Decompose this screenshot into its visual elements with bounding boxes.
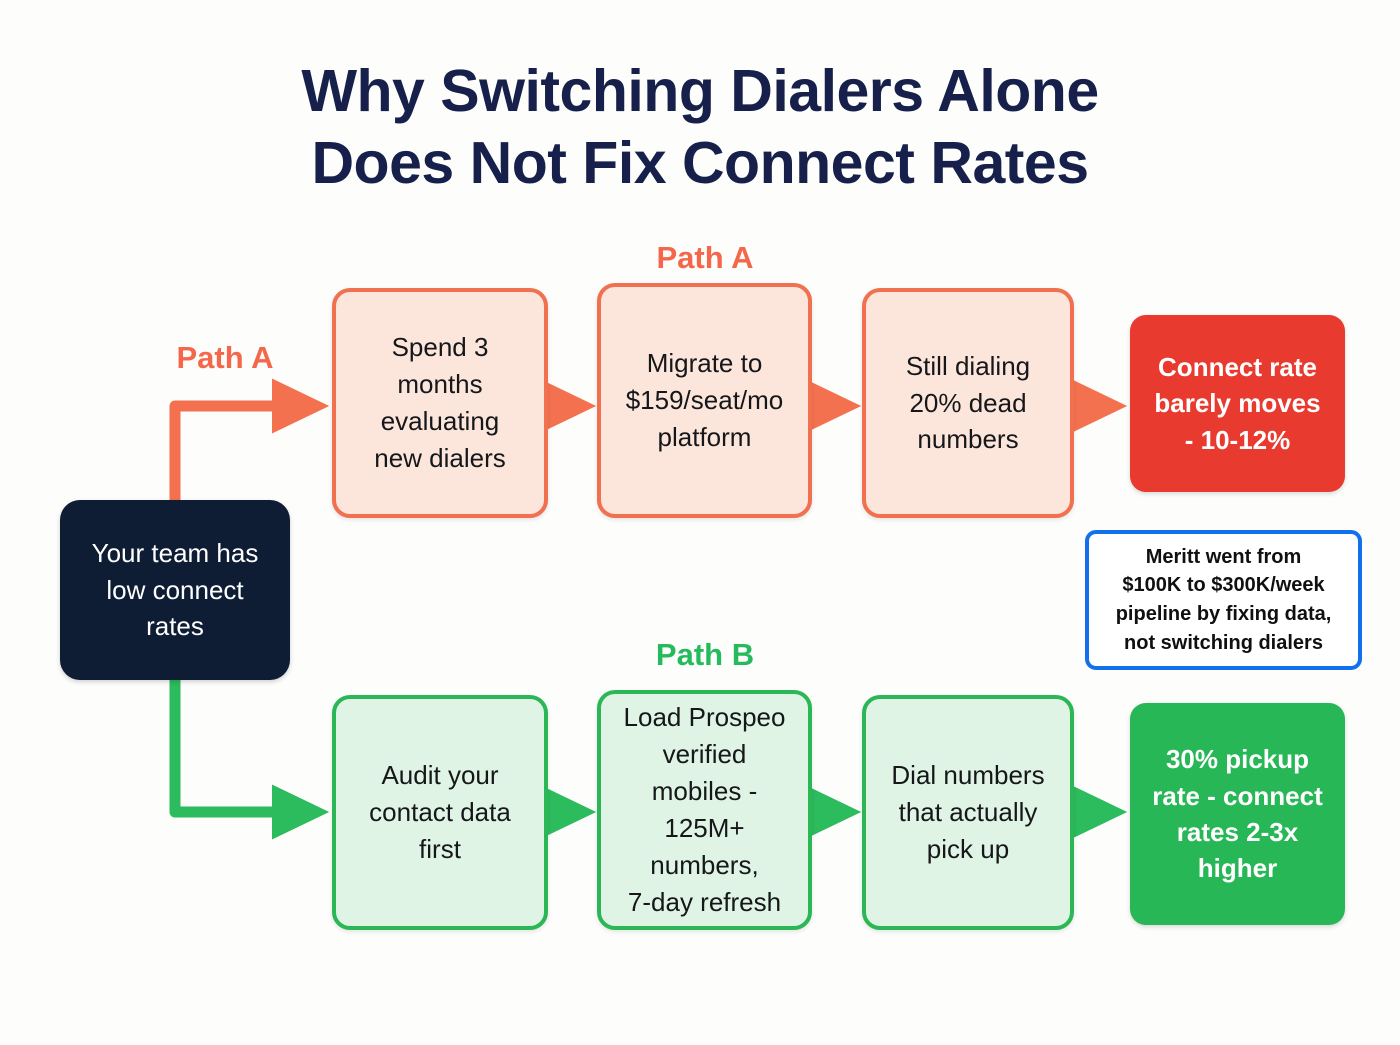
path-b-step-1[interactable]: Audit your contact data first (332, 695, 548, 930)
path-b-label-top: Path B (655, 637, 755, 672)
path-a-result-label: Connect rate barely moves - 10-12% (1154, 351, 1321, 455)
title-line-2: Does Not Fix Connect Rates (311, 129, 1089, 196)
path-b-step-2-label: Load Prospeo verified mobiles - 125M+ nu… (623, 702, 786, 917)
path-b-step-2[interactable]: Load Prospeo verified mobiles - 125M+ nu… (597, 690, 812, 930)
path-b-step-3[interactable]: Dial numbers that actually pick up (862, 695, 1074, 930)
path-a-label-left: Path A (176, 340, 274, 375)
connector-start-to-path-b (169, 680, 330, 840)
start-node-label: Your team has low connect rates (91, 537, 259, 642)
testimonial-callout[interactable]: Meritt went from $100K to $300K/week pip… (1085, 530, 1362, 670)
testimonial-callout-label: Meritt went from $100K to $300K/week pip… (1115, 545, 1332, 654)
path-a-label-top: Path A (656, 240, 754, 275)
path-b-step-1-label: Audit your contact data first (369, 760, 511, 864)
path-a-step-2-label: Migrate to $159/seat/mo platform (625, 348, 784, 452)
path-a-step-3[interactable]: Still dialing 20% dead numbers (862, 288, 1074, 518)
title-line-1: Why Switching Dialers Alone (301, 58, 1099, 124)
path-b-step-3-label: Dial numbers that actually pick up (891, 760, 1045, 864)
path-a-step-1[interactable]: Spend 3 months evaluating new dialers (332, 288, 548, 518)
path-a-result[interactable]: Connect rate barely moves - 10-12% (1130, 315, 1345, 492)
path-a-step-3-label: Still dialing 20% dead numbers (905, 350, 1031, 455)
path-a-step-2[interactable]: Migrate to $159/seat/mo platform (597, 283, 812, 518)
path-b-result[interactable]: 30% pickup rate - connect rates 2-3x hig… (1130, 703, 1345, 925)
path-b-result-label: 30% pickup rate - connect rates 2-3x hig… (1152, 744, 1323, 884)
start-node[interactable]: Your team has low connect rates (60, 500, 290, 680)
path-a-step-1-label: Spend 3 months evaluating new dialers (374, 332, 506, 473)
page-title: Why Switching Dialers Alone Does Not Fix… (0, 56, 1400, 200)
connector-start-to-path-a (169, 378, 330, 500)
